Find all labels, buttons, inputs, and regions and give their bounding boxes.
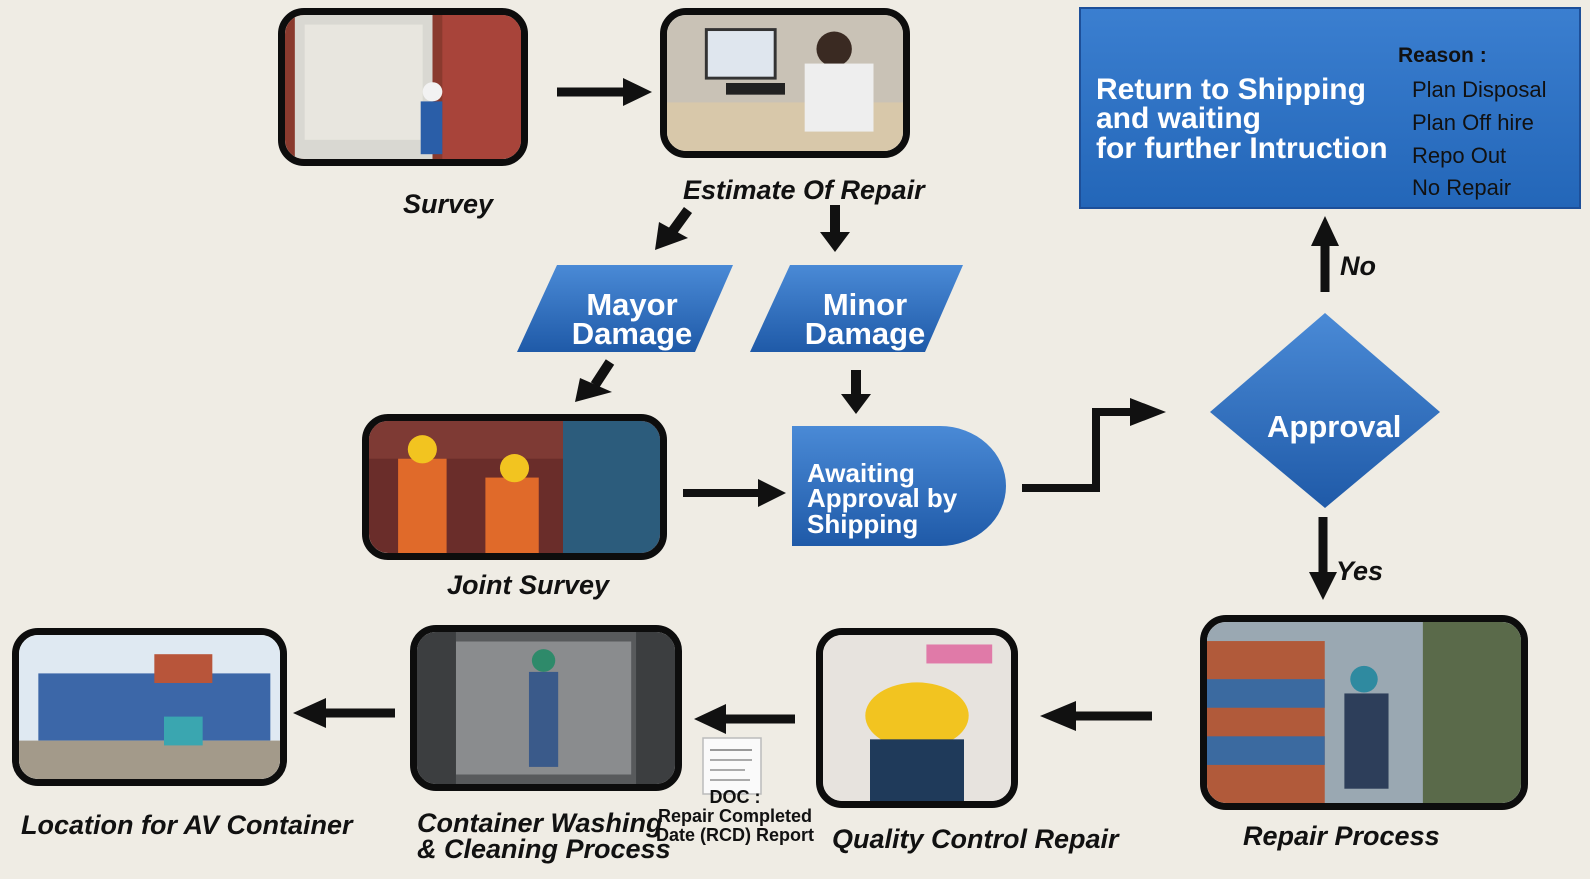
mayor-damage-line1: Mayor <box>586 287 678 322</box>
minor-damage-label: Minor Damage <box>790 287 940 351</box>
doc-line1: DOC : <box>709 787 761 807</box>
minor-damage-line2: Damage <box>804 315 926 351</box>
yes-label: Yes <box>1336 556 1384 586</box>
mayor-damage-label: Mayor Damage <box>557 287 707 351</box>
return-line1: Return to Shipping <box>1096 73 1366 106</box>
survey-caption: Survey <box>403 189 494 219</box>
arrow-mayor-to-joint-survey <box>575 359 615 402</box>
joint-survey-photo <box>362 414 667 560</box>
mayor-damage-shape <box>517 265 733 352</box>
location-caption: Location for AV Container <box>21 810 353 840</box>
mayor-damage-line2: Damage <box>571 315 693 351</box>
reason-title: Reason : <box>1398 44 1487 67</box>
arrow-joint-survey-to-awaiting <box>683 479 786 507</box>
washing-caption-line2: & Cleaning Process <box>417 833 671 864</box>
repair-process-photo <box>1200 615 1528 810</box>
arrow-approval-to-repair <box>1309 517 1337 600</box>
no-label: No <box>1340 251 1376 281</box>
repair-process-caption: Repair Process <box>1243 821 1440 851</box>
return-box-title: Return to Shipping and waiting for furth… <box>1096 73 1388 165</box>
arrow-washing-to-location <box>293 698 395 728</box>
arrow-estimate-to-mayor <box>655 207 693 250</box>
minor-damage-shape <box>750 265 963 352</box>
washing-photo <box>410 625 682 791</box>
reason-item: Plan Disposal <box>1412 77 1547 102</box>
doc-report-icon <box>702 737 762 795</box>
approval-label: Approval <box>1267 409 1402 444</box>
awaiting-line2: Approval by <box>807 483 958 514</box>
minor-damage-line1: Minor <box>822 287 908 322</box>
doc-line2: Repair Completed <box>657 805 813 826</box>
reason-item: Plan Off hire <box>1412 110 1534 135</box>
reason-item: Repo Out <box>1412 143 1507 168</box>
awaiting-line1: Awaiting <box>807 458 915 488</box>
arrow-minor-to-awaiting <box>841 370 871 414</box>
washing-caption: Container Washing & Cleaning Process <box>417 808 671 864</box>
quality-control-photo <box>816 628 1018 808</box>
arrow-estimate-to-minor <box>820 205 850 252</box>
arrow-repair-to-qc <box>1040 701 1152 731</box>
return-line3: for further Intruction <box>1096 131 1388 165</box>
reason-item: No Repair <box>1412 175 1512 200</box>
return-line2: and waiting <box>1096 102 1261 136</box>
doc-line3: Date (RCD) Report <box>655 824 814 845</box>
arrow-approval-to-return <box>1311 216 1339 292</box>
arrow-qc-to-washing <box>694 704 795 734</box>
approval-diamond <box>1210 313 1440 508</box>
estimate-caption: Estimate Of Repair <box>683 175 925 205</box>
awaiting-line3: Shipping <box>807 508 919 539</box>
doc-report-label: DOC : Repair Completed Date (RCD) Report <box>655 788 815 845</box>
washing-caption-line1: Container Washing <box>417 808 663 838</box>
awaiting-approval-label: Awaiting Approval by Shipping <box>807 458 958 539</box>
arrow-survey-to-estimate <box>557 78 652 106</box>
location-photo <box>12 628 287 786</box>
awaiting-approval-shape <box>792 426 1006 546</box>
joint-survey-caption: Joint Survey <box>447 570 610 600</box>
estimate-photo <box>660 8 910 158</box>
quality-control-caption: Quality Control Repair <box>832 824 1119 854</box>
survey-photo <box>278 8 528 166</box>
arrow-awaiting-to-approval <box>1022 398 1166 492</box>
return-to-shipping-box <box>1079 7 1581 209</box>
